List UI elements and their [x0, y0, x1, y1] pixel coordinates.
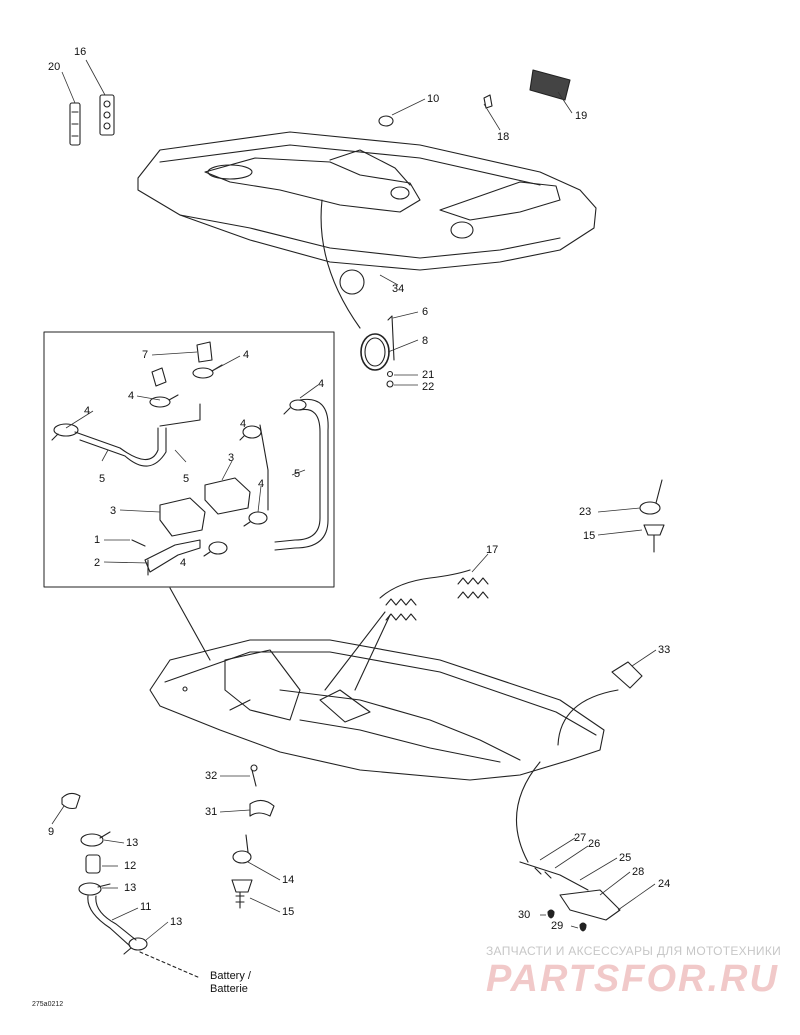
- callout-label: 27: [574, 832, 587, 844]
- callout-label: 25: [619, 852, 632, 864]
- callout-label: 23: [579, 506, 592, 518]
- callout-label: 19: [575, 110, 588, 122]
- drawing-code: 275a0212: [32, 1001, 64, 1008]
- callout-label: 4: [258, 478, 265, 490]
- watermark-tagline: ЗАПЧАСТИ И АКСЕССУАРЫ ДЛЯ МОТОТЕХНИКИ: [486, 944, 782, 958]
- callout-label: 30: [518, 909, 531, 921]
- detail-hoses: [51, 341, 329, 576]
- callout-label: 33: [658, 644, 671, 656]
- callout-label: 10: [427, 93, 440, 105]
- callout-label: 8: [422, 335, 429, 347]
- callout-label: 4: [128, 390, 135, 402]
- callout-label: 34: [392, 283, 405, 295]
- battery-label-line1: Battery /: [210, 970, 251, 982]
- battery-label: Battery / Batterie: [210, 970, 251, 996]
- callout-label: 3: [110, 505, 117, 517]
- vent-parts-16-20: [69, 94, 115, 146]
- hull-lower: [149, 639, 605, 781]
- callout-label: 9: [48, 826, 55, 838]
- battery-vent-parts: [61, 792, 201, 979]
- callout-label: 13: [126, 837, 139, 849]
- callout-label: 17: [486, 544, 499, 556]
- callout-label: 31: [205, 806, 218, 818]
- callout-label: 32: [205, 770, 218, 782]
- callout-label: 14: [282, 874, 295, 886]
- detail-box: [43, 331, 335, 588]
- callout-label: 24: [658, 878, 671, 890]
- callout-label: 22: [422, 381, 435, 393]
- callout-label: 4: [180, 557, 187, 569]
- deck-upper: [137, 131, 597, 271]
- callout-label: 1: [94, 534, 101, 546]
- callout-label: 15: [282, 906, 295, 918]
- callout-label: 26: [588, 838, 601, 850]
- springs-17: [324, 569, 489, 691]
- battery-label-line2: Batterie: [210, 983, 248, 995]
- watermark-brand: PARTSFOR.RU: [486, 958, 779, 1000]
- callout-label: 13: [170, 916, 183, 928]
- callout-label: 4: [243, 349, 250, 361]
- decal-19: [529, 69, 571, 101]
- callout-label: 21: [422, 369, 435, 381]
- callout-label: 13: [124, 882, 137, 894]
- callout-label: 16: [74, 46, 87, 58]
- callout-label: 5: [183, 473, 190, 485]
- callout-label: 12: [124, 860, 137, 872]
- callout-label: 4: [318, 378, 325, 390]
- callout-label: 15: [583, 530, 596, 542]
- callout-label: 6: [422, 306, 429, 318]
- callout-label: 3: [228, 452, 235, 464]
- callout-label: 29: [551, 920, 564, 932]
- callout-leaders: [51, 59, 657, 941]
- callout-label: 2: [94, 557, 101, 569]
- callout-label: 4: [84, 405, 91, 417]
- callout-label: 28: [632, 866, 645, 878]
- callout-label: 7: [142, 349, 149, 361]
- callout-label: 4: [240, 418, 247, 430]
- callout-label: 18: [497, 131, 510, 143]
- callout-label: 20: [48, 61, 61, 73]
- callout-label: 5: [294, 468, 301, 480]
- callout-label: 5: [99, 473, 106, 485]
- callout-label: 11: [140, 901, 152, 913]
